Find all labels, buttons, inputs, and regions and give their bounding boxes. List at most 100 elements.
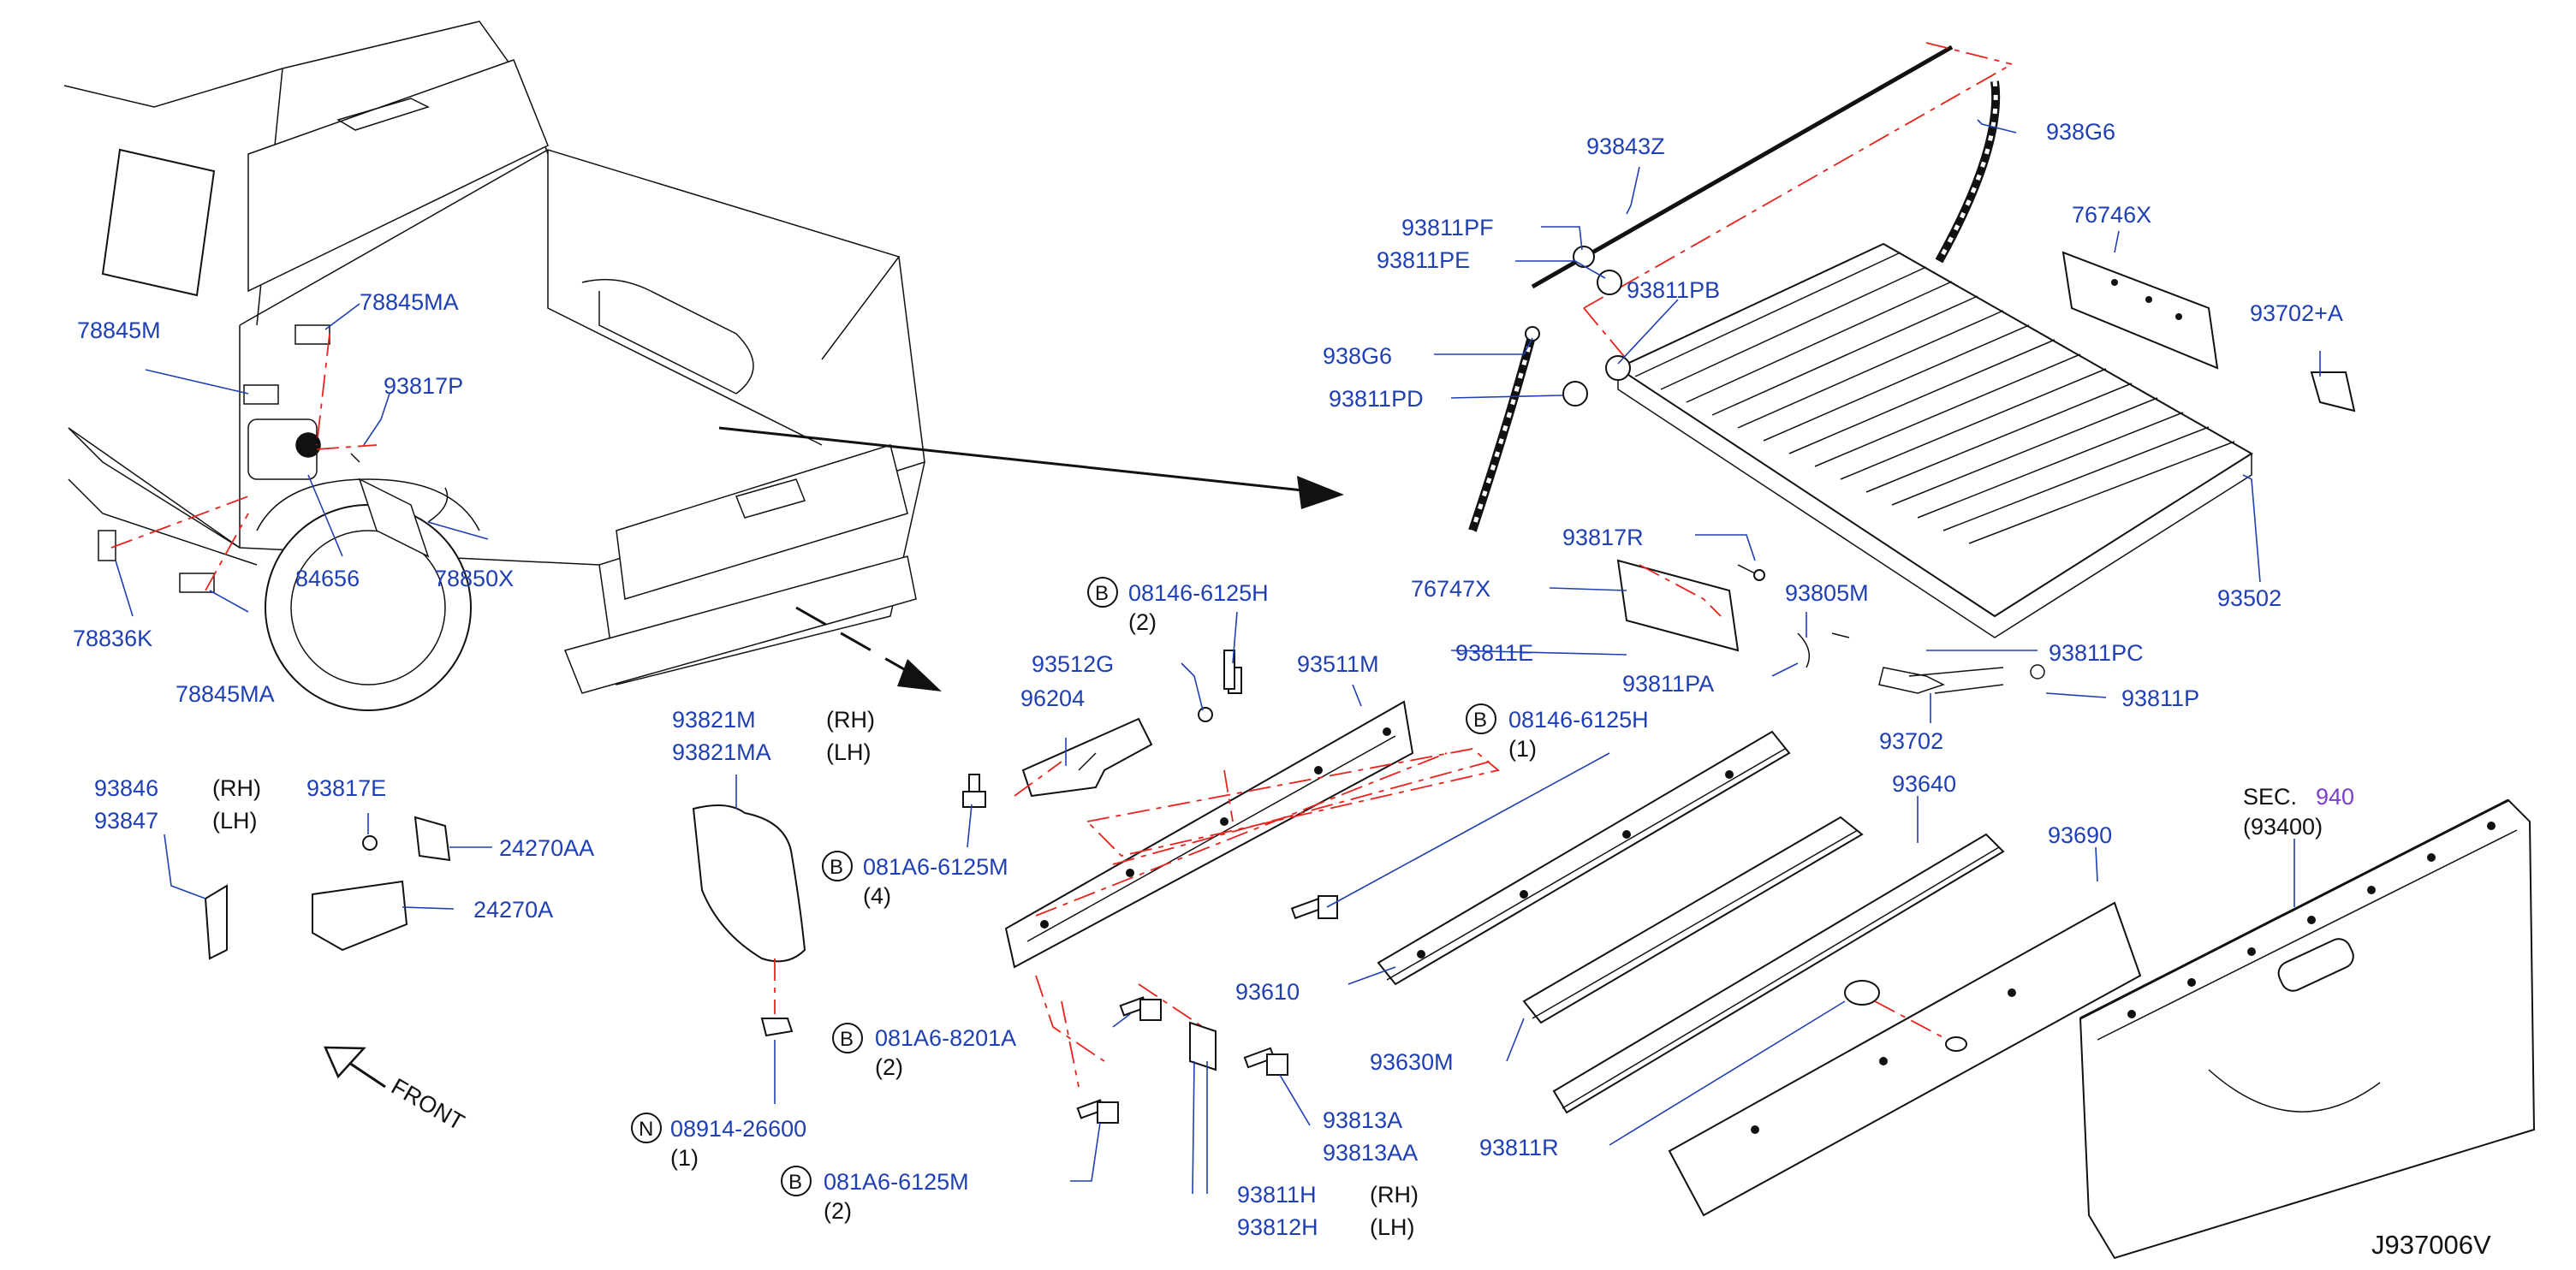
leader-lines: [115, 119, 2321, 1195]
label-081A6-bottom-qty: (2): [824, 1198, 852, 1224]
label-84656: 84656: [295, 566, 360, 591]
label-93811R: 93811R: [1479, 1135, 1559, 1160]
label-93702: 93702: [1879, 728, 1943, 754]
label-93821MA: 93821MA: [672, 739, 771, 765]
b-symbol-5: B: [788, 1171, 802, 1194]
label-93811PA: 93811PA: [1622, 671, 1714, 697]
label-93813A: 93813A: [1323, 1107, 1402, 1133]
label-93843Z: 93843Z: [1586, 134, 1665, 159]
bolts: [962, 650, 1338, 1124]
n-symbol: N: [639, 1118, 653, 1141]
bolt-93813A: [1243, 1047, 1288, 1076]
rail-93640: [1552, 833, 2005, 1114]
label-08146-top-qty: (2): [1128, 609, 1157, 635]
bracket-76746X: [2061, 251, 2219, 370]
label-93811H: 93811H: [1237, 1182, 1317, 1208]
bolt-081A6-8201A: [1119, 996, 1162, 1021]
label-93811PF: 93811PF: [1401, 215, 1494, 240]
label-93846-rh: (RH): [212, 775, 261, 801]
label-938G6-left: 938G6: [1323, 343, 1392, 369]
label-sec: SEC.: [2243, 784, 2297, 810]
label-081A6-8201A: 081A6-8201A: [875, 1025, 1016, 1051]
label-93811P: 93811P: [2121, 685, 2199, 711]
label-78845M: 78845M: [77, 318, 161, 343]
label-93610: 93610: [1235, 979, 1300, 1005]
label-93502: 93502: [2217, 585, 2282, 611]
bracket-24270AA: [362, 816, 451, 862]
label-081A6-8201A-qty: (2): [875, 1054, 903, 1080]
detail-arrows: [718, 426, 1344, 691]
label-93805M: 93805M: [1785, 580, 1869, 606]
rail-93843Z: [1531, 42, 2013, 360]
label-93640: 93640: [1892, 771, 1956, 797]
label-93702A: 93702+A: [2250, 300, 2343, 326]
label-93512G: 93512G: [1032, 651, 1114, 677]
b-symbol-1: B: [1095, 582, 1109, 605]
bed-hardware: [1797, 632, 2045, 694]
label-93811PE: 93811PE: [1377, 247, 1470, 273]
side-rail-938G6: [1468, 80, 2001, 532]
label-24270A: 24270A: [473, 897, 553, 923]
label-938G6-top: 938G6: [2046, 119, 2115, 145]
tailgate-93400: [2079, 798, 2536, 1260]
label-93821M: 93821M: [672, 707, 756, 733]
label-78845MA-top: 78845MA: [360, 289, 459, 315]
label-93811PC: 93811PC: [2049, 640, 2144, 666]
b-symbol-3: B: [830, 856, 843, 879]
diagram-id: J937006V: [2371, 1230, 2491, 1260]
b-symbol-4: B: [840, 1028, 854, 1051]
bolt-081A6-6125M-bottom: [1076, 1099, 1119, 1124]
label-93400: (93400): [2243, 814, 2323, 840]
cross-member-93511M: [1004, 700, 1414, 969]
bolt-081A6-6125M-top: [962, 774, 986, 808]
rail-93610: [1377, 730, 1791, 986]
label-08914-qty: (1): [670, 1145, 699, 1171]
label-78836K: 78836K: [73, 626, 152, 651]
truck-reference-lines: [110, 333, 378, 591]
truck-illustration: [63, 21, 925, 711]
label-081A6-6125M-top: 081A6-6125M: [863, 854, 1008, 880]
label-76747X: 76747X: [1411, 576, 1490, 602]
label-08914-26600: 08914-26600: [670, 1116, 806, 1142]
front-arrow: [324, 1046, 386, 1089]
bolt-08146-6125H-mid: [1290, 895, 1338, 920]
label-93821M-rh: (RH): [826, 707, 875, 733]
mudflap-93846: [204, 884, 228, 960]
label-76746X: 76746X: [2072, 202, 2151, 228]
liner-93821M: [692, 804, 806, 1037]
label-93847: 93847: [94, 808, 158, 834]
label-081A6-6125M-bottom: 081A6-6125M: [824, 1169, 969, 1195]
grommets: [1525, 246, 1631, 407]
cross-member-93690: [1668, 901, 2142, 1217]
label-93811E: 93811E: [1455, 640, 1533, 666]
label-sec-number: 940: [2316, 784, 2354, 810]
label-08146-6125H-top: 08146-6125H: [1128, 580, 1269, 606]
label-93847-lh: (LH): [212, 808, 258, 834]
bracket-93702A: [2310, 371, 2356, 412]
label-93817P: 93817P: [384, 373, 463, 399]
label-93811PB: 93811PB: [1627, 277, 1720, 303]
label-93811H-rh: (RH): [1370, 1182, 1419, 1208]
label-08146-mid-qty: (1): [1508, 736, 1537, 762]
bracket-93811H: [1189, 1021, 1217, 1071]
label-78845MA-bottom: 78845MA: [176, 681, 275, 707]
label-93812H-lh: (LH): [1370, 1214, 1415, 1240]
label-93813AA: 93813AA: [1323, 1140, 1418, 1166]
label-08146-6125H-mid: 08146-6125H: [1508, 707, 1649, 733]
bracket-24270A: [312, 880, 408, 952]
label-93630M: 93630M: [1370, 1049, 1454, 1075]
bracket-76747X: [1616, 559, 1765, 652]
label-93817E: 93817E: [306, 775, 386, 801]
label-93511M: 93511M: [1297, 651, 1379, 677]
b-symbol-2: B: [1473, 709, 1487, 732]
label-93812H: 93812H: [1237, 1214, 1318, 1240]
label-78850X: 78850X: [434, 566, 514, 591]
label-93811PD: 93811PD: [1329, 386, 1424, 412]
label-93821MA-lh: (LH): [826, 739, 872, 765]
label-96204: 96204: [1020, 685, 1085, 711]
bed-floor-93502: [1615, 242, 2253, 638]
bolt-08146-6125H-top: [1223, 650, 1235, 690]
bracket-96204: [1021, 717, 1153, 798]
label-93846: 93846: [94, 775, 158, 801]
